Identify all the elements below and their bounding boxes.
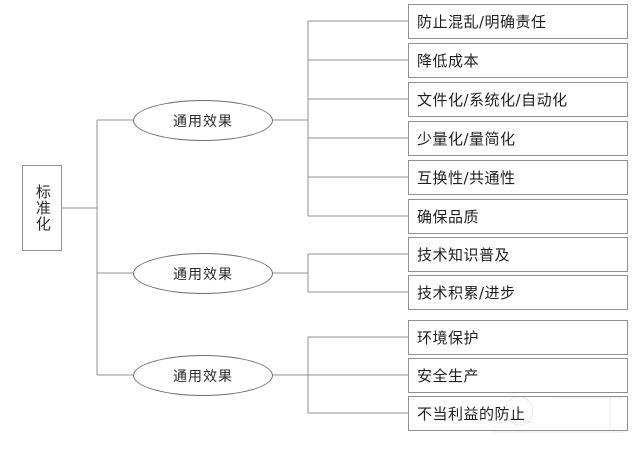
branch-node-3-label: 通用效果 [173, 368, 233, 385]
leaf-box[interactable]: 文件化/系统化/自动化 [408, 82, 628, 117]
branch-node-1-label: 通用效果 [173, 113, 233, 130]
root-node-standardization[interactable]: 标准化 [22, 165, 62, 251]
branch-node-2[interactable]: 通用效果 [133, 253, 273, 294]
leaf-box[interactable]: 安全生产 [408, 358, 628, 393]
leaf-box[interactable]: 技术知识普及 [408, 237, 628, 272]
root-node-label: 标准化 [33, 184, 52, 232]
leaf-box[interactable]: 环境保护 [408, 320, 628, 355]
leaf-box[interactable]: 降低成本 [408, 43, 628, 78]
branch-node-2-label: 通用效果 [173, 266, 233, 283]
leaf-box[interactable]: 少量化/量简化 [408, 121, 628, 156]
leaf-box[interactable]: 防止混乱/明确责任 [408, 4, 628, 39]
leaf-box[interactable]: 互换性/共通性 [408, 160, 628, 195]
leaf-box[interactable]: 技术积累/进步 [408, 275, 628, 310]
branch-node-3[interactable]: 通用效果 [133, 355, 273, 396]
leaf-box[interactable]: 确保品质 [408, 199, 628, 234]
leaf-box[interactable]: 不当利益的防止 [408, 396, 628, 431]
branch-node-1[interactable]: 通用效果 [133, 100, 273, 141]
